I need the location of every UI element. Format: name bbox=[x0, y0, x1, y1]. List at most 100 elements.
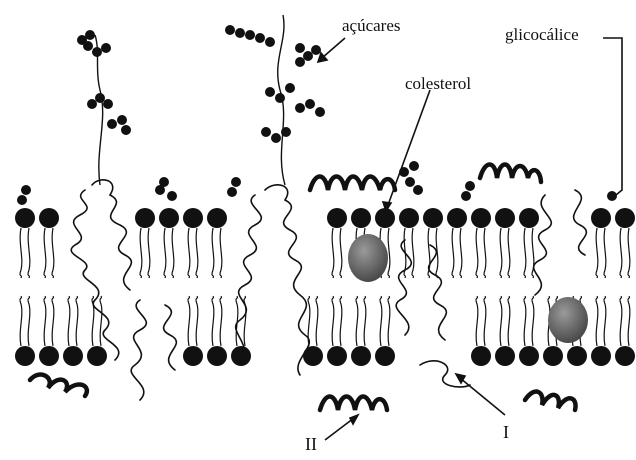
phospholipid-head bbox=[207, 208, 227, 228]
sugar-bead bbox=[305, 99, 315, 109]
lipid-tail bbox=[604, 296, 606, 346]
sugar-bead bbox=[461, 191, 471, 201]
phospholipid-head bbox=[183, 208, 203, 228]
lipid-tail bbox=[196, 296, 198, 346]
lipid-tail bbox=[412, 228, 414, 278]
lipid-tail bbox=[340, 228, 342, 278]
lipid-tail bbox=[596, 296, 598, 346]
sugar-bead bbox=[225, 25, 235, 35]
phospholipid-head bbox=[327, 346, 347, 366]
lipid-tail bbox=[196, 228, 198, 278]
lipid-tail bbox=[532, 228, 534, 278]
lipid-tail bbox=[220, 228, 222, 278]
lipid-tail bbox=[364, 296, 366, 346]
sugar-bead bbox=[303, 51, 313, 61]
lipid-tail bbox=[172, 228, 174, 278]
lipid-tail bbox=[140, 228, 142, 278]
lipid-tail bbox=[388, 296, 390, 346]
cholesterol-sphere-bottom bbox=[548, 297, 588, 343]
phospholipid-head bbox=[495, 208, 515, 228]
phospholipid-head bbox=[615, 346, 635, 366]
sugar-bead bbox=[245, 30, 255, 40]
phospholipid-head bbox=[399, 208, 419, 228]
lipid-tail bbox=[356, 296, 358, 346]
lipid-tail bbox=[524, 296, 526, 346]
lipid-tail bbox=[380, 296, 382, 346]
phospholipid-head bbox=[327, 208, 347, 228]
sugar-bead bbox=[107, 119, 117, 129]
lipid-tail bbox=[52, 228, 54, 278]
phospholipid-head bbox=[351, 346, 371, 366]
sugar-bead bbox=[295, 57, 305, 67]
phospholipid-head bbox=[591, 346, 611, 366]
phospholipid-head bbox=[39, 208, 59, 228]
sugar-bead bbox=[405, 177, 415, 187]
phospholipid-head bbox=[519, 208, 539, 228]
lipid-tail bbox=[52, 296, 54, 346]
phospholipid-head bbox=[375, 346, 395, 366]
lipid-tail bbox=[484, 296, 486, 346]
phospholipid-head bbox=[591, 208, 611, 228]
lipid-tail bbox=[508, 228, 510, 278]
sugar-bead bbox=[465, 181, 475, 191]
sugar-bead bbox=[167, 191, 177, 201]
phospholipid-head bbox=[351, 208, 371, 228]
peripheral-protein-blobs bbox=[30, 165, 576, 411]
sugar-bead bbox=[235, 28, 245, 38]
phospholipid-head bbox=[87, 346, 107, 366]
phospholipid-head bbox=[615, 208, 635, 228]
lipid-tail bbox=[20, 228, 22, 278]
phospholipid-head bbox=[447, 208, 467, 228]
phospholipid-head bbox=[495, 346, 515, 366]
sugar-bead bbox=[265, 37, 275, 47]
phospholipid-head bbox=[543, 346, 563, 366]
glycocalyx-label: glicocálice bbox=[505, 25, 579, 45]
phospholipid-head bbox=[231, 346, 251, 366]
lipid-tail bbox=[68, 296, 70, 346]
lipid-tail bbox=[628, 296, 630, 346]
lipid-tail bbox=[628, 228, 630, 278]
sugar-bead bbox=[281, 127, 291, 137]
sugar-bead bbox=[265, 87, 275, 97]
sugar-bead bbox=[159, 177, 169, 187]
lipid-tail bbox=[604, 228, 606, 278]
phospholipid-head bbox=[183, 346, 203, 366]
sugar-bead bbox=[117, 115, 127, 125]
sugar-bead bbox=[285, 83, 295, 93]
phospholipid-head bbox=[471, 346, 491, 366]
lipid-tail bbox=[100, 296, 102, 346]
sugar-bead bbox=[255, 33, 265, 43]
lipid-tail bbox=[188, 228, 190, 278]
sugar-bead bbox=[103, 99, 113, 109]
lipid-tail bbox=[476, 228, 478, 278]
sugar-bead bbox=[121, 125, 131, 135]
sugar-bead bbox=[261, 127, 271, 137]
integral-protein-center-left bbox=[236, 185, 310, 375]
sugar-bead bbox=[83, 41, 93, 51]
lipid-tail bbox=[188, 296, 190, 346]
lipid-tail bbox=[28, 228, 30, 278]
phospholipid-head bbox=[39, 346, 59, 366]
lipid-tail bbox=[620, 228, 622, 278]
lipid-tail bbox=[28, 296, 30, 346]
lipid-tail bbox=[316, 296, 318, 346]
phospholipid-head bbox=[471, 208, 491, 228]
phospholipid-head bbox=[567, 346, 587, 366]
cholesterol-sphere-top bbox=[348, 234, 388, 282]
lipid-tail bbox=[220, 296, 222, 346]
lipid-tail bbox=[524, 228, 526, 278]
lipid-tail bbox=[532, 296, 534, 346]
sugar-bead bbox=[85, 30, 95, 40]
lipid-tail bbox=[340, 296, 342, 346]
phospholipid-head bbox=[375, 208, 395, 228]
sugar-bead bbox=[409, 161, 419, 171]
sugar-bead bbox=[92, 47, 102, 57]
phospholipid-head bbox=[207, 346, 227, 366]
phospholipid-head bbox=[135, 208, 155, 228]
lipid-tail bbox=[508, 296, 510, 346]
lipid-tail bbox=[212, 228, 214, 278]
sugar-bead bbox=[315, 107, 325, 117]
sugar-bead bbox=[295, 103, 305, 113]
